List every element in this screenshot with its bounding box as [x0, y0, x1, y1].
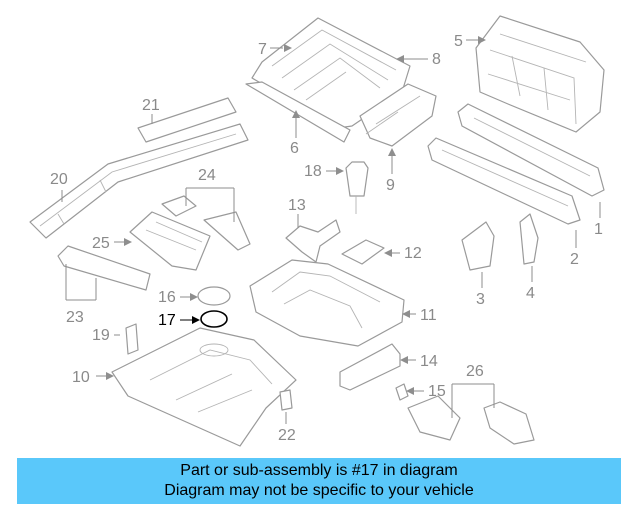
part-3-bracket — [461, 221, 495, 271]
arrow-12 — [384, 249, 392, 257]
part-20-frame-rail — [29, 123, 249, 239]
leader-23 — [65, 264, 97, 301]
callout-13: 13 — [288, 197, 306, 214]
part-25-crossmember — [129, 211, 211, 271]
callout-20: 20 — [50, 171, 68, 188]
callout-2: 2 — [570, 251, 579, 268]
arrow-8 — [396, 55, 404, 63]
part-16-plug — [197, 286, 231, 306]
callout-24: 24 — [198, 167, 216, 184]
banner-line-disclaimer: Diagram may not be specific to your vehi… — [164, 482, 474, 499]
part-17-grommet — [200, 310, 228, 328]
part-9-bracket — [359, 83, 437, 147]
part-14-member — [339, 343, 401, 391]
part-23-side-rail — [57, 245, 151, 291]
arrow-18 — [336, 167, 344, 175]
callout-12: 12 — [404, 245, 422, 262]
callout-23: 23 — [66, 309, 84, 326]
part-26-shields — [407, 395, 535, 445]
callout-18: 18 — [304, 163, 322, 180]
callout-26: 26 — [466, 363, 484, 380]
callout-22: 22 — [278, 427, 296, 444]
banner-line-part: Part or sub-assembly is #17 in diagram — [180, 462, 458, 479]
callout-14: 14 — [420, 353, 438, 370]
callout-4: 4 — [526, 285, 535, 302]
arrow-10 — [106, 372, 114, 380]
callout-25: 25 — [92, 235, 110, 252]
part-1-reinforcement — [427, 103, 605, 225]
part-19-bracket — [125, 323, 139, 355]
callout-11: 11 — [420, 307, 437, 324]
part-11-wheel-well — [249, 259, 405, 347]
part-7-rear-shelf — [245, 17, 411, 143]
arrow-25 — [124, 238, 132, 246]
part-13-bracket — [285, 219, 341, 263]
part-4-bracket — [519, 213, 539, 265]
callout-5: 5 — [454, 33, 463, 50]
part-22-clip — [279, 389, 293, 411]
callout-1: 1 — [594, 221, 603, 238]
part-21-rail — [137, 97, 237, 143]
arrow-14 — [400, 356, 408, 364]
part-24-brackets — [161, 195, 251, 251]
part-10-floor-pan — [111, 327, 297, 447]
part-15-clip — [395, 383, 409, 401]
callout-6: 6 — [290, 140, 299, 157]
part-12-plate — [341, 239, 385, 265]
callout-9: 9 — [386, 177, 395, 194]
arrow-15 — [406, 387, 414, 395]
arrow-11 — [402, 310, 410, 318]
callout-19: 19 — [92, 327, 110, 344]
part-5-rear-panel — [475, 15, 605, 133]
part-18-mount — [345, 161, 369, 214]
callout-3: 3 — [476, 291, 485, 308]
arrow-17 — [192, 316, 200, 324]
callout-7: 7 — [258, 41, 267, 58]
callout-16: 16 — [158, 289, 176, 306]
leader-26 — [451, 383, 495, 418]
callout-21: 21 — [142, 97, 160, 114]
leader-24 — [185, 187, 235, 222]
arrow-6 — [292, 110, 300, 118]
callout-15: 15 — [428, 383, 446, 400]
callout-8: 8 — [432, 51, 441, 68]
arrow-7 — [284, 44, 292, 52]
callout-10: 10 — [72, 369, 90, 386]
arrow-5 — [478, 36, 486, 44]
info-banner: Part or sub-assembly is #17 in diagram D… — [17, 458, 621, 504]
arrow-9 — [388, 148, 396, 156]
callout-17: 17 — [158, 312, 176, 329]
arrow-16 — [190, 293, 198, 301]
